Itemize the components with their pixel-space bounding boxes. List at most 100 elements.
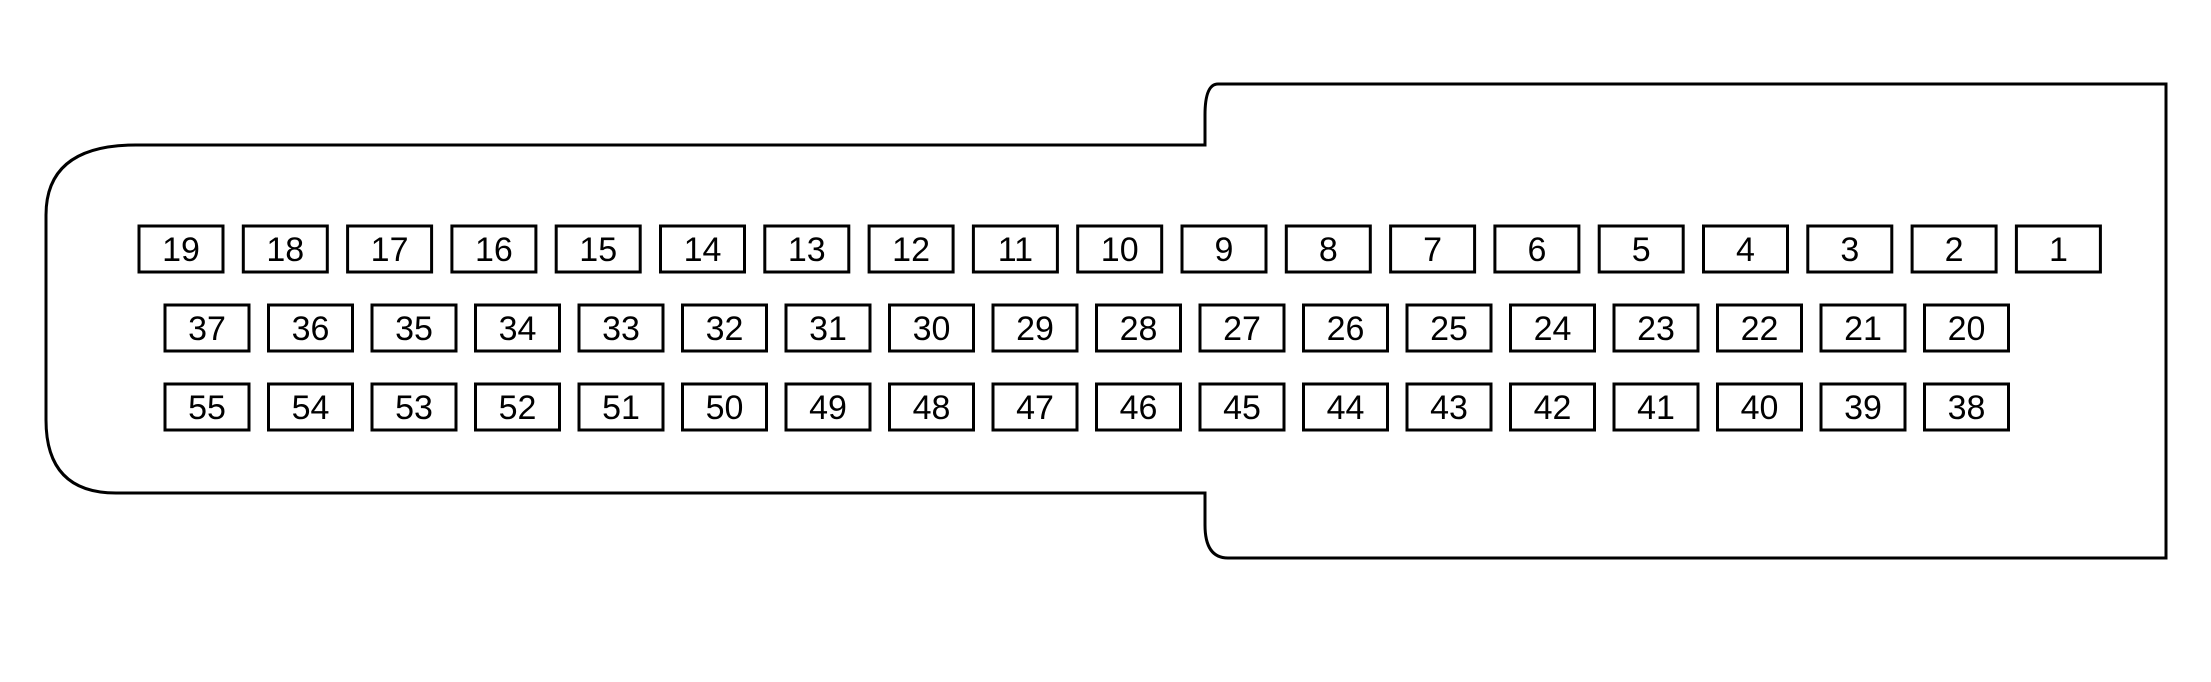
pin-box xyxy=(370,382,458,432)
pin-number-label: 46 xyxy=(1120,389,1158,427)
pin-number-label: 3 xyxy=(1840,231,1859,269)
pin-52: 52 xyxy=(474,382,561,432)
pin-5: 5 xyxy=(1597,224,1685,274)
pin-12: 12 xyxy=(867,224,955,274)
pin-19: 19 xyxy=(137,224,225,274)
pin-49: 49 xyxy=(784,382,872,432)
pin-box xyxy=(1923,382,2010,432)
pin-number-label: 47 xyxy=(1016,389,1054,427)
pin-number-label: 6 xyxy=(1527,231,1546,269)
pin-box xyxy=(763,224,851,274)
pin-number-label: 27 xyxy=(1223,310,1261,348)
pin-box xyxy=(474,382,561,432)
pin-number-label: 53 xyxy=(395,389,433,427)
pin-39: 39 xyxy=(1819,382,1907,432)
pin-10: 10 xyxy=(1076,224,1164,274)
pin-box xyxy=(991,303,1079,353)
pin-box xyxy=(888,303,975,353)
pin-number-label: 51 xyxy=(602,389,640,427)
pin-number-label: 5 xyxy=(1632,231,1651,269)
pin-box xyxy=(267,382,354,432)
pin-box xyxy=(577,303,665,353)
pin-number-label: 26 xyxy=(1327,310,1365,348)
pin-box xyxy=(1819,303,1907,353)
pin-box xyxy=(163,382,251,432)
pin-box xyxy=(659,224,746,274)
pin-number-label: 43 xyxy=(1430,389,1468,427)
pin-box xyxy=(137,224,225,274)
pin-box xyxy=(1405,303,1493,353)
pin-box xyxy=(1302,303,1389,353)
pin-number-label: 18 xyxy=(266,231,304,269)
pin-44: 44 xyxy=(1302,382,1389,432)
pin-47: 47 xyxy=(991,382,1079,432)
pin-box xyxy=(2014,224,2102,274)
pin-box xyxy=(784,303,872,353)
pin-22: 22 xyxy=(1716,303,1803,353)
pin-46: 46 xyxy=(1095,382,1182,432)
pin-18: 18 xyxy=(241,224,329,274)
pin-21: 21 xyxy=(1819,303,1907,353)
pin-box xyxy=(1509,303,1596,353)
pin-48: 48 xyxy=(888,382,975,432)
pin-number-label: 4 xyxy=(1736,231,1755,269)
pin-11: 11 xyxy=(971,224,1059,274)
pin-box xyxy=(1095,382,1182,432)
pin-box xyxy=(888,382,975,432)
pin-number-label: 52 xyxy=(499,389,537,427)
pin-24: 24 xyxy=(1509,303,1596,353)
pin-number-label: 22 xyxy=(1741,310,1779,348)
pin-number-label: 20 xyxy=(1948,310,1986,348)
pin-number-label: 33 xyxy=(602,310,640,348)
pin-number-label: 29 xyxy=(1016,310,1054,348)
pin-box xyxy=(1509,382,1596,432)
pin-34: 34 xyxy=(474,303,561,353)
pin-box xyxy=(1405,382,1493,432)
pin-box xyxy=(554,224,642,274)
pin-box xyxy=(1702,224,1789,274)
pin-20: 20 xyxy=(1923,303,2010,353)
pin-box xyxy=(1198,303,1286,353)
connector-housing-outline xyxy=(44,82,2168,560)
pin-23: 23 xyxy=(1612,303,1700,353)
pin-number-label: 9 xyxy=(1215,231,1234,269)
pin-box xyxy=(267,303,354,353)
pin-53: 53 xyxy=(370,382,458,432)
pin-box xyxy=(1389,224,1477,274)
pin-45: 45 xyxy=(1198,382,1286,432)
pin-16: 16 xyxy=(450,224,538,274)
pin-36: 36 xyxy=(267,303,354,353)
pin-42: 42 xyxy=(1509,382,1596,432)
pin-28: 28 xyxy=(1095,303,1182,353)
pin-number-label: 37 xyxy=(188,310,226,348)
pin-number-label: 10 xyxy=(1101,231,1139,269)
pin-54: 54 xyxy=(267,382,354,432)
pin-3: 3 xyxy=(1806,224,1894,274)
pin-43: 43 xyxy=(1405,382,1493,432)
pin-number-label: 28 xyxy=(1120,310,1158,348)
pin-number-label: 36 xyxy=(292,310,330,348)
pin-32: 32 xyxy=(681,303,768,353)
pin-number-label: 13 xyxy=(788,231,826,269)
pin-31: 31 xyxy=(784,303,872,353)
pin-33: 33 xyxy=(577,303,665,353)
pin-box xyxy=(370,303,458,353)
pin-number-label: 2 xyxy=(1945,231,1964,269)
pin-box xyxy=(1302,382,1389,432)
pin-27: 27 xyxy=(1198,303,1286,353)
pin-50: 50 xyxy=(681,382,768,432)
pin-number-label: 39 xyxy=(1844,389,1882,427)
pin-number-label: 21 xyxy=(1844,310,1882,348)
pin-35: 35 xyxy=(370,303,458,353)
pin-box xyxy=(1198,382,1286,432)
pin-number-label: 50 xyxy=(706,389,744,427)
pin-number-label: 7 xyxy=(1423,231,1442,269)
pin-box xyxy=(1910,224,1998,274)
pin-box xyxy=(346,224,434,274)
pin-13: 13 xyxy=(763,224,851,274)
pin-41: 41 xyxy=(1612,382,1700,432)
pin-6: 6 xyxy=(1493,224,1581,274)
pin-box xyxy=(991,382,1079,432)
pin-number-label: 30 xyxy=(913,310,951,348)
